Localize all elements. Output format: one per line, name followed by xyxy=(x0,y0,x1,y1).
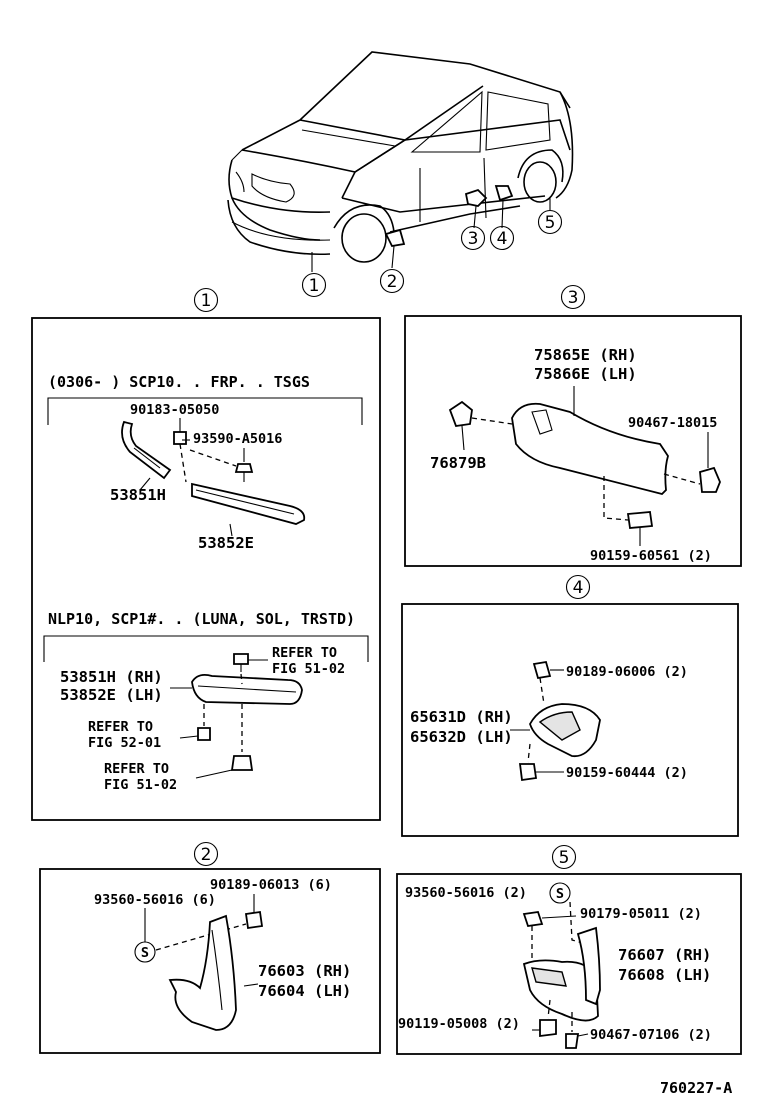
panel-frame xyxy=(39,868,381,1054)
screw-part xyxy=(234,463,254,473)
panel-5: 5 93560-56016 (2) 90179-05011 (2) 76607 … xyxy=(396,844,742,1055)
group-b-bracket xyxy=(43,635,369,662)
part-number: 90119-05008 (2) xyxy=(398,1016,520,1032)
car-callout-2: 2 xyxy=(379,268,405,294)
panel-3: 3 75865E (RH) 75866E (LH) 90467-18015 76… xyxy=(404,284,742,567)
part-number: 65631D (RH) xyxy=(410,708,513,726)
panel-number-circle xyxy=(193,841,219,867)
part-number: 53851H (RH) xyxy=(60,668,163,686)
car-callout-3: 3 xyxy=(460,225,486,251)
part-number: 90467-07106 (2) xyxy=(590,1027,712,1043)
car-callout-1: 1 xyxy=(301,272,327,298)
callout-number: 3 xyxy=(468,229,479,249)
mudguard-part xyxy=(168,914,237,1031)
car-callout-4: 4 xyxy=(489,225,515,251)
panel-number-circle xyxy=(193,287,219,313)
panel-number: 5 xyxy=(559,848,570,868)
callout-number: 1 xyxy=(309,276,320,296)
bolt-part xyxy=(230,755,254,771)
panel-number-circle xyxy=(565,574,591,600)
panel-number: 1 xyxy=(201,291,212,311)
panel-number-circle xyxy=(560,284,586,310)
reference-note: REFER TO xyxy=(272,645,337,661)
reference-note: REFER TO xyxy=(104,761,169,777)
part-number: 76607 (RH) xyxy=(618,946,711,964)
group-a-bracket xyxy=(47,397,363,425)
part-number: 93560-56016 (6) xyxy=(94,892,216,908)
panel-number: 4 xyxy=(573,578,584,598)
car-illustration xyxy=(227,51,574,272)
part-number: 93590-A5016 xyxy=(193,431,282,447)
part-number: 90189-06013 (6) xyxy=(210,877,332,893)
panel-number: 3 xyxy=(568,288,579,308)
panel-frame xyxy=(396,873,742,1055)
bolt-part xyxy=(565,1033,580,1049)
clip-part xyxy=(699,466,721,493)
part-number: 76603 (RH) xyxy=(258,962,351,980)
panel-frame xyxy=(31,317,381,821)
reference-note: FIG 51-02 xyxy=(104,777,177,793)
part-number: 76608 (LH) xyxy=(618,966,711,984)
panel-4: 4 90189-06006 (2) 65631D (RH) 65632D (LH… xyxy=(401,574,739,837)
panel-frame xyxy=(401,603,739,837)
reference-note: FIG 52-01 xyxy=(88,735,161,751)
part-number: 75866E (LH) xyxy=(534,365,637,383)
nut-part xyxy=(522,911,544,927)
part-number: 90189-06006 (2) xyxy=(566,664,688,680)
group-a-header: (0306- ) SCP10. . FRP. . TSGS xyxy=(48,373,310,391)
reference-note: FIG 51-02 xyxy=(272,661,345,677)
panel-frame xyxy=(404,315,742,567)
part-number: 75865E (RH) xyxy=(534,346,637,364)
callout-number: 4 xyxy=(497,229,508,249)
clip-part xyxy=(448,400,473,427)
bolt-part xyxy=(197,727,211,741)
clip-part xyxy=(532,660,552,680)
part-number: 90179-05011 (2) xyxy=(580,906,702,922)
part-number: 65632D (LH) xyxy=(410,728,513,746)
screw-part xyxy=(518,763,538,782)
reference-note: REFER TO xyxy=(88,719,153,735)
trim-part xyxy=(191,482,306,525)
panel-number-circle xyxy=(551,844,577,870)
panel-number: 2 xyxy=(201,845,212,865)
part-number: 76879B xyxy=(430,454,486,472)
screw-part xyxy=(244,910,264,930)
part-number: 76604 (LH) xyxy=(258,982,351,1000)
part-number: 93560-56016 (2) xyxy=(405,885,527,901)
callout-number: 2 xyxy=(387,272,398,292)
clip-part xyxy=(173,431,187,445)
screw-part xyxy=(626,511,654,529)
part-number: 53851H xyxy=(110,486,166,504)
bolt-part xyxy=(539,1019,557,1038)
callout-number: 5 xyxy=(545,213,556,233)
part-number: 90159-60561 (2) xyxy=(590,548,712,564)
trim-part xyxy=(121,420,172,480)
part-number: 90183-05050 xyxy=(130,402,219,418)
group-b-header: NLP10, SCP1#. . (LUNA, SOL, TRSTD) xyxy=(48,610,355,628)
panel-1: 1 (0306- ) SCP10. . FRP. . TSGS 90183-05… xyxy=(31,287,381,821)
figure-code: 760227-A xyxy=(660,1079,732,1097)
part-number: 90467-18015 xyxy=(628,415,717,431)
panel-2: 2 90189-06013 (6) 93560-56016 (6) 76603 … xyxy=(39,841,381,1054)
bolt-part xyxy=(233,653,249,665)
car-callout-5: 5 xyxy=(537,209,563,235)
part-number: 90159-60444 (2) xyxy=(566,765,688,781)
s-marker xyxy=(549,882,571,904)
part-number: 53852E (LH) xyxy=(60,686,163,704)
s-marker-label: S xyxy=(556,886,564,902)
part-number: 53852E xyxy=(198,534,254,552)
s-marker-label: S xyxy=(141,945,149,961)
